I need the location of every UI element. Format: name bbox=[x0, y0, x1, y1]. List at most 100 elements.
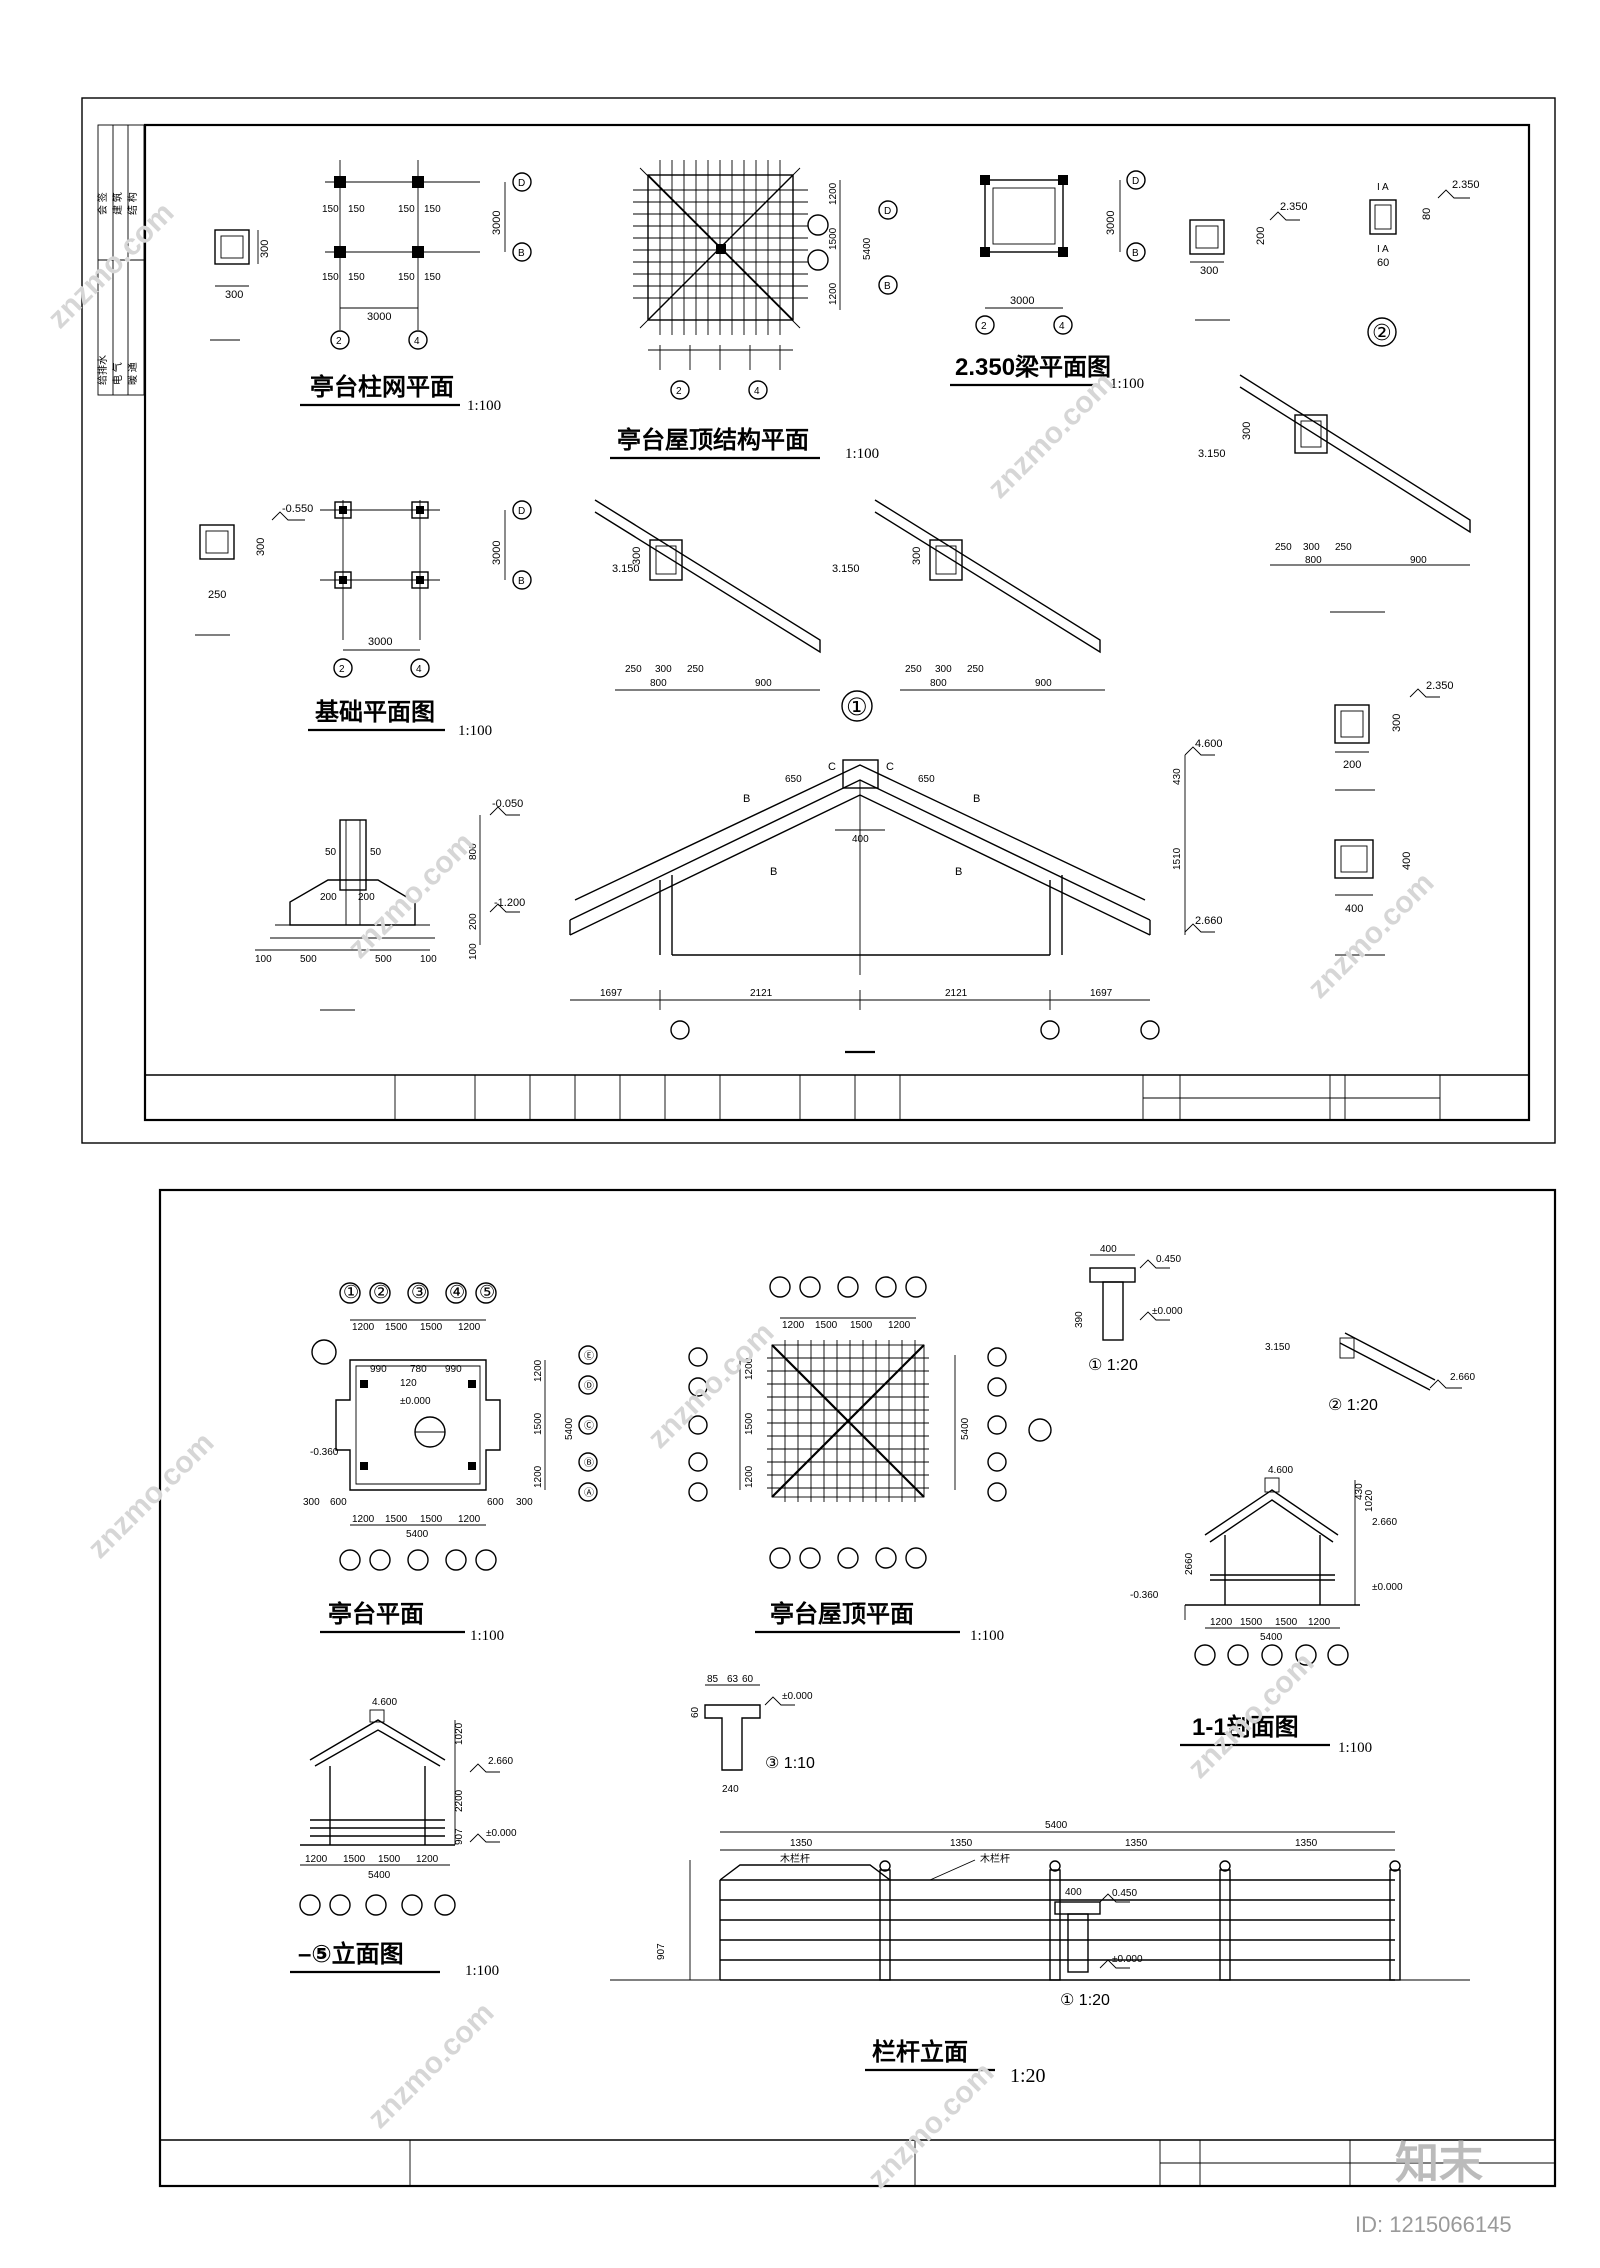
sheet-1-title-strip: 会 签 建 筑 结 构 给排水 电 气 暖 通 bbox=[96, 124, 145, 396]
eave-detail-2b: 3.150 2.660 ② 1:20 bbox=[1265, 1332, 1475, 1414]
plan-rdim-1200a: 1200 bbox=[533, 1359, 544, 1382]
roofplan-ldim-1500: 1500 bbox=[744, 1412, 755, 1435]
beam-axis-2: 2 bbox=[981, 321, 987, 332]
det1-elev-0450: 0.450 bbox=[1156, 1254, 1181, 1265]
beam-dim-3000: 3000 bbox=[1010, 295, 1034, 307]
truss-elev-4600: 4.600 bbox=[1195, 738, 1223, 750]
brand-id-text: ID: 1215066145 bbox=[1355, 2212, 1512, 2237]
eave1b-300: 300 bbox=[935, 664, 952, 675]
sheet-2-inner-frame bbox=[158, 1188, 1557, 2188]
railing-detail-3: 85 63 60 60 240 ±0.000 ③ 1:10 bbox=[690, 1674, 815, 1795]
watermark-8: znzmo.com bbox=[362, 1996, 501, 2135]
beam-axis-d: D bbox=[1132, 176, 1139, 187]
fsec-elev-1200: -1.200 bbox=[494, 897, 525, 909]
axis-4-bubble: 4 bbox=[414, 336, 420, 347]
elev-5400: 5400 bbox=[368, 1870, 391, 1881]
detail-marker-2: ② bbox=[1372, 320, 1392, 345]
grid-dim-150g: 150 bbox=[398, 272, 415, 283]
section-1-1: 4.600 2.660 ±0.000 -0.360 2660 430 1020 … bbox=[1130, 1465, 1403, 1756]
fsec-200v: 200 bbox=[468, 913, 479, 930]
roof-rafters bbox=[633, 160, 808, 335]
dim-300-v: 300 bbox=[259, 240, 271, 258]
grid-dim-150b: 150 bbox=[348, 204, 365, 215]
fsec-200b: 200 bbox=[358, 892, 375, 903]
truss-sec-b2: B bbox=[973, 793, 980, 805]
grid-dim-3000: 3000 bbox=[367, 311, 391, 323]
eave1a-250a: 250 bbox=[625, 664, 642, 675]
elevation-title: –⑤立面图 bbox=[298, 1940, 404, 1968]
fsec-200a: 200 bbox=[320, 892, 337, 903]
det3-240: 240 bbox=[722, 1784, 739, 1795]
watermark-1: znzmo.com bbox=[42, 196, 181, 335]
eave1a-250b: 250 bbox=[687, 664, 704, 675]
roofplan-dim-1200b: 1200 bbox=[888, 1320, 911, 1331]
sec11-5400: 5400 bbox=[1260, 1632, 1283, 1643]
foundation-section: 50 50 200 200 100 500 500 100 800 200 10… bbox=[255, 798, 525, 1011]
beam-section-60: I A I A 60 80 2.350 ② bbox=[1367, 179, 1480, 347]
column-grid-plan-title: 亭台柱网平面 bbox=[310, 373, 454, 401]
plan-bdim-5400: 5400 bbox=[406, 1529, 429, 1540]
detail-2-label: ② 1:20 bbox=[1328, 1397, 1378, 1414]
plan-bottom-axes bbox=[339, 1549, 497, 1571]
det3-60: 60 bbox=[742, 1674, 754, 1685]
truss-2121b: 2121 bbox=[945, 988, 968, 999]
roof-tiles bbox=[767, 1340, 929, 1502]
truss-sec-b1: B bbox=[743, 793, 750, 805]
plan-dim-780: 780 bbox=[410, 1364, 427, 1375]
sec-elev-2350: 2.350 bbox=[1452, 179, 1480, 191]
beam-axis-4: 4 bbox=[1059, 321, 1065, 332]
plan-bdim-1200a: 1200 bbox=[352, 1514, 375, 1525]
rail-label-wood-b: 木栏杆 bbox=[980, 1852, 1010, 1865]
roof-dim-5400: 5400 bbox=[862, 237, 873, 260]
sheet-1: 会 签 建 筑 结 构 给排水 电 气 暖 通 bbox=[81, 97, 1556, 1144]
roof-structure-plan: 2 4 1200 1500 1200 5400 D B 亭台屋顶结构平面 1:1… bbox=[610, 160, 898, 462]
roof-dim-1500: 1500 bbox=[828, 227, 839, 250]
axis-d-bubble: D bbox=[518, 178, 525, 189]
eave1a-dim-300: 300 bbox=[631, 547, 643, 565]
column-section-300: 300 300 bbox=[210, 229, 271, 341]
rail-5400: 5400 bbox=[1045, 1820, 1068, 1831]
plan-dim-1500a: 1500 bbox=[385, 1322, 408, 1333]
sheet-1-title-block bbox=[145, 1074, 1529, 1120]
elev-1500a: 1500 bbox=[343, 1854, 366, 1865]
plan-axis-a: Ⓐ bbox=[584, 1487, 594, 1499]
brand-mark: 知末 ID: 1215066145 bbox=[1355, 2139, 1512, 2237]
elev-elev-2660: 2.660 bbox=[488, 1756, 513, 1767]
sec11-elev-0360: -0.360 bbox=[1130, 1590, 1159, 1601]
watermark-6: znzmo.com bbox=[642, 1316, 781, 1455]
eave2-250b: 250 bbox=[1335, 542, 1352, 553]
strip-label-2: 建 筑 bbox=[111, 192, 124, 215]
truss-2121a: 2121 bbox=[750, 988, 773, 999]
eave1a-elev-3150: 3.150 bbox=[612, 563, 640, 575]
roof-top-axes bbox=[769, 1276, 927, 1298]
truss-400: 400 bbox=[852, 834, 869, 845]
column-grid-plan-scale: 1:100 bbox=[467, 398, 501, 414]
beam-section-top: 300 200 2.350 bbox=[1189, 201, 1308, 321]
pavilion-roof-plan: 1200 1500 1500 1200 bbox=[688, 1276, 1052, 1644]
plan-axis-d: Ⓓ bbox=[584, 1380, 594, 1392]
plan-elev-0360: -0.360 bbox=[310, 1447, 339, 1458]
found-dim-300: 300 bbox=[255, 538, 267, 556]
sec11-dim-2660: 2660 bbox=[1184, 1552, 1195, 1575]
col400-dim-v: 400 bbox=[1401, 852, 1413, 870]
grid-dim-150d: 150 bbox=[424, 204, 441, 215]
found-axis-d: D bbox=[518, 506, 525, 517]
plan-dim-990b: 990 bbox=[445, 1364, 462, 1375]
plan-axis-5: ⑤ bbox=[479, 1282, 495, 1302]
found-dim-3000-v: 3000 bbox=[491, 541, 503, 565]
truss-650a: 650 bbox=[785, 774, 802, 785]
found-axis-b: B bbox=[518, 576, 525, 587]
pavilion-roof-plan-scale: 1:100 bbox=[970, 1628, 1004, 1644]
rail-label-wood-a: 木栏杆 bbox=[780, 1852, 810, 1865]
strip-label-5: 电 气 bbox=[111, 362, 124, 385]
grid-dim-3000-v: 3000 bbox=[491, 211, 503, 235]
det3-85: 85 bbox=[707, 1674, 719, 1685]
fsec-100a: 100 bbox=[255, 954, 272, 965]
beam-sec-200: 200 bbox=[1255, 227, 1267, 245]
sec11-1500a: 1500 bbox=[1240, 1617, 1263, 1628]
elev-1500b: 1500 bbox=[378, 1854, 401, 1865]
plan-bdim-1500b: 1500 bbox=[420, 1514, 443, 1525]
plan-bdim-600a: 600 bbox=[330, 1497, 347, 1508]
detail-1-label: ① 1:20 bbox=[1088, 1357, 1138, 1374]
plan-bdim-300a: 300 bbox=[303, 1497, 320, 1508]
